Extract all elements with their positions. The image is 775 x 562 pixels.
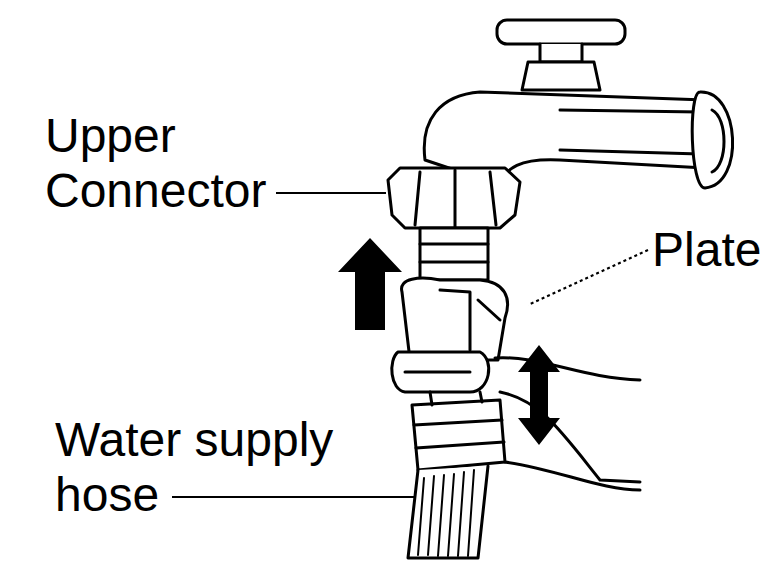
connector-ridges [415,170,496,228]
wall-flange [692,92,732,188]
hand-fingers [392,352,489,392]
water-supply-hose [408,466,488,558]
plate-clamp [402,278,508,360]
flange-shading [712,110,724,172]
hose-hatching [418,470,474,556]
faucet-handle [497,20,625,44]
leader-line [172,496,414,498]
body-shading [560,110,700,154]
upper-connector [388,168,520,228]
plate-lever [440,290,500,350]
neck-thread [420,244,488,262]
part-label: Plate [652,222,770,277]
leader-line [528,250,648,305]
handle-nut [522,62,600,90]
hand-outline [495,358,640,490]
leader-line [276,192,386,194]
part-label: Water supply hose [55,412,375,522]
coupling-ridges [414,420,504,448]
hose-coupling [412,400,505,470]
up-arrow [338,238,402,330]
connector-neck [420,228,488,280]
coupling-neck [430,392,482,405]
down-arrow [518,345,560,445]
handle-stem [540,44,582,62]
part-label: Upper Connector [45,108,295,218]
finger-line [405,371,470,374]
